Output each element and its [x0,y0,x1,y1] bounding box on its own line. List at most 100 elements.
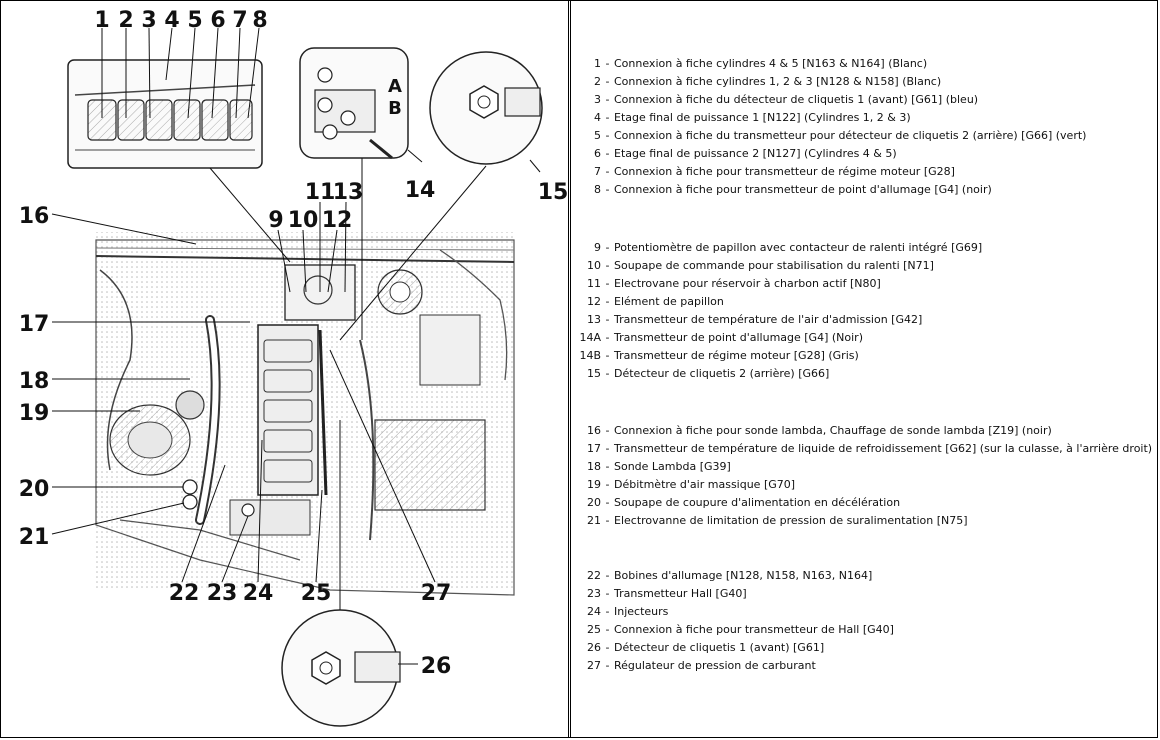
callout-8: 8 [252,8,267,33]
legend-separator: - [605,569,610,582]
legend-group-1: 1-Connexion à fiche cylindres 4 & 5 [N16… [571,55,1158,199]
legend-text: Transmetteur de température de liquide d… [614,442,1153,455]
callout-1: 1 [94,8,109,33]
legend-text: Transmetteur de point d'allumage [G4] (N… [614,331,863,344]
legend-item: 13-Transmetteur de température de l'air … [571,311,1158,329]
legend-number: 14B [579,349,601,362]
legend-separator: - [605,641,610,654]
callout-19: 19 [19,401,50,426]
callout-26: 26 [421,654,452,679]
legend-number: 23 [587,587,601,600]
legend-text: Soupape de commande pour stabilisation d… [614,259,934,272]
inset-transmitters-ab [299,47,409,160]
legend-separator: - [605,75,610,88]
legend-item: 11-Electrovane pour réservoir à charbon … [571,275,1158,293]
callout-3: 3 [141,8,156,33]
legend-item: 8-Connexion à fiche pour transmetteur de… [571,181,1158,199]
legend-text: Régulateur de pression de carburant [614,659,816,672]
legend-number: 24 [587,605,601,618]
legend-text: Connexion à fiche cylindres 1, 2 & 3 [N1… [614,75,942,88]
callout-17: 17 [19,312,50,337]
legend-number: 5 [594,129,601,142]
legend-item: 7-Connexion à fiche pour transmetteur de… [571,163,1158,181]
callout-labels: 1 2 3 4 5 6 7 8 9 10 11 12 13 14 15 16 1… [19,8,568,679]
legend-text: Débitmètre d'air massique [G70] [614,478,796,491]
legend-number: 25 [587,623,601,636]
legend-item: 1-Connexion à fiche cylindres 4 & 5 [N16… [571,55,1158,73]
legend-item: 2-Connexion à fiche cylindres 1, 2 & 3 [… [571,73,1158,91]
callout-27: 27 [421,581,452,606]
callout-24: 24 [243,581,274,606]
legend-separator: - [605,514,610,527]
legend-separator: - [605,57,610,70]
callout-4: 4 [164,8,179,33]
callout-7: 7 [232,8,247,33]
legend-item: 9-Potentiomètre de papillon avec contact… [571,239,1158,257]
engine-diagram: 1 2 3 4 5 6 7 8 9 10 11 12 13 14 15 16 1… [19,8,568,727]
callout-15: 15 [538,180,568,205]
legend-item: 12-Elément de papillon [571,293,1158,311]
legend-number: 4 [594,111,601,124]
callout-6: 6 [210,8,225,33]
legend-item: 25-Connexion à fiche pour transmetteur d… [571,621,1158,639]
legend-text: Transmetteur Hall [G40] [614,587,747,600]
legend-text: Détecteur de cliquetis 1 (avant) [G61] [614,641,825,654]
legend-number: 19 [587,478,601,491]
legend-group-4: 22-Bobines d'allumage [N128, N158, N163,… [571,567,1158,675]
legend-separator: - [605,623,610,636]
legend-separator: - [605,478,610,491]
legend-text: Injecteurs [614,605,669,618]
legend-separator: - [605,313,610,326]
legend-text: Connexion à fiche pour transmetteur de H… [614,623,894,636]
legend-text: Transmetteur de régime moteur [G28] (Gri… [614,349,859,362]
leader-lines [51,27,541,665]
legend-item: 26-Détecteur de cliquetis 1 (avant) [G61… [571,639,1158,657]
legend-text: Elément de papillon [614,295,724,308]
callout-b: B [388,98,402,119]
legend-text: Electrovanne de limitation de pression d… [614,514,968,527]
inset-connectors-1-8 [67,59,263,169]
legend-separator: - [605,331,610,344]
legend-item: 10-Soupape de commande pour stabilisatio… [571,257,1158,275]
legend-item: 6-Etage final de puissance 2 [N127] (Cyl… [571,145,1158,163]
legend-number: 1 [594,57,601,70]
legend-item: 5-Connexion à fiche du transmetteur pour… [571,127,1158,145]
legend-separator: - [605,460,610,473]
legend-number: 11 [587,277,601,290]
legend-separator: - [605,587,610,600]
legend-number: 9 [594,241,601,254]
legend-separator: - [605,349,610,362]
callout-20: 20 [19,477,50,502]
inset-knock-sensor-26 [281,609,401,727]
legend-number: 21 [587,514,601,527]
legend-number: 13 [587,313,601,326]
legend-separator: - [605,111,610,124]
legend-number: 12 [587,295,601,308]
legend-separator: - [605,424,610,437]
legend-text: Electrovane pour réservoir à charbon act… [614,277,881,290]
legend-number: 15 [587,367,601,380]
legend-separator: - [605,93,610,106]
legend-text: Connexion à fiche pour transmetteur de p… [614,183,992,196]
callout-13: 13 [333,180,364,205]
legend-text: Connexion à fiche pour sonde lambda, Cha… [614,424,1052,437]
callout-a: A [388,76,402,97]
legend-text: Etage final de puissance 2 [N127] (Cylin… [614,147,897,160]
legend-number: 6 [594,147,601,160]
legend-number: 26 [587,641,601,654]
legend-separator: - [605,295,610,308]
legend-number: 17 [587,442,601,455]
legend-separator: - [605,442,610,455]
legend-number: 7 [594,165,601,178]
legend-group-2: 9-Potentiomètre de papillon avec contact… [571,239,1158,383]
legend-text: Potentiomètre de papillon avec contacteu… [614,241,983,254]
engine-bay-illustration [95,232,515,596]
legend-item: 15-Détecteur de cliquetis 2 (arrière) [G… [571,365,1158,383]
legend-separator: - [605,147,610,160]
callout-9: 9 [268,208,283,233]
legend-item: 4-Etage final de puissance 1 [N122] (Cyl… [571,109,1158,127]
callout-5: 5 [187,8,202,33]
legend-separator: - [605,259,610,272]
legend-number: 22 [587,569,601,582]
legend-separator: - [605,241,610,254]
